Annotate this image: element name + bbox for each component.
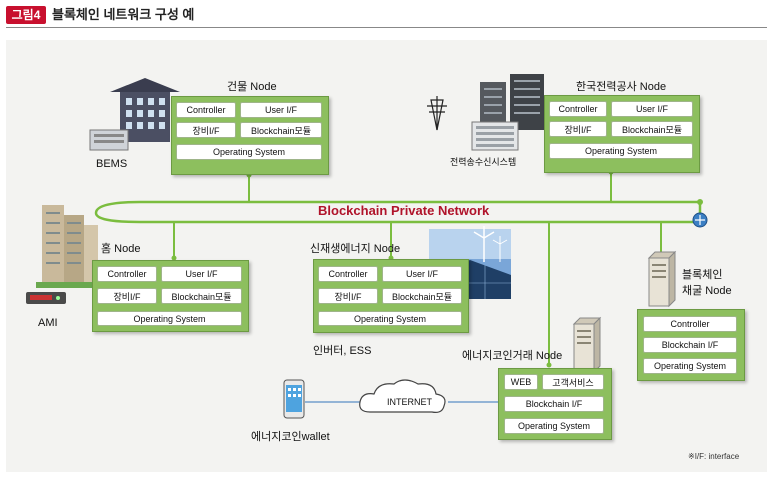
user-if-cell: User I/F [240,102,322,118]
internet-cloud-icon [359,379,446,413]
transmission-system-label: 전력송수신시스템 [450,157,517,167]
renewable-node-title: 신재생에너지 Node [310,243,401,255]
mining-node: Controller Blockchain I/F Operating Syst… [637,309,745,381]
figure-title: 블록체인 네트워크 구성 예 [52,7,195,22]
wallet-label: 에너지코인wallet [251,431,330,443]
blockchain-if-cell: Blockchain I/F [504,396,604,412]
kepco-node-title: 한국전력공사 Node [576,81,667,93]
building-node: Controller User I/F 장비I/F Blockchain모듈 O… [171,96,329,175]
figure-header: 그림4 블록체인 네트워크 구성 예 [0,0,773,40]
user-if-cell: User I/F [611,101,693,117]
equip-if-cell: 장비I/F [176,122,236,138]
renewable-node: Controller User I/F 장비I/F Blockchain모듈 O… [313,259,469,333]
controller-cell: Controller [318,266,378,282]
blockchain-module-cell: Blockchain모듈 [240,122,322,138]
controller-cell: Controller [176,102,236,118]
power-tower-icon [427,96,447,131]
mining-server-icon [647,250,677,308]
kepco-node: Controller User I/F 장비I/F Blockchain모듈 O… [544,95,700,173]
footnote: ※I/F: interface [688,452,740,461]
equip-if-cell: 장비I/F [549,121,607,137]
os-cell: Operating System [549,143,693,159]
exchange-node-title: 에너지코인거래 Node [462,350,563,362]
user-if-cell: User I/F [161,266,242,282]
blockchain-module-cell: Blockchain모듈 [611,121,693,137]
home-node-title: 홈 Node [101,243,141,255]
equip-if-cell: 장비I/F [97,288,157,304]
controller-cell: Controller [549,101,607,117]
mining-node-title-line2: 채굴 Node [682,285,732,297]
transmission-rack-icon [471,121,519,151]
figure-badge: 그림4 [6,6,46,24]
home-node: Controller User I/F 장비I/F Blockchain모듈 O… [92,260,249,332]
exchange-server-icon [572,316,602,374]
blockchain-module-cell: Blockchain모듈 [161,288,242,304]
mining-node-title-line1: 블록체인 [682,269,723,281]
os-cell: Operating System [504,418,604,434]
web-cell: WEB [504,374,538,390]
os-cell: Operating System [318,311,462,326]
inverter-ess-label: 인버터, ESS [313,345,372,357]
title-divider [6,27,767,28]
internet-label: INTERNET [387,397,432,407]
exchange-node: WEB 고객서비스 Blockchain I/F Operating Syste… [498,368,612,440]
blockchain-if-cell: Blockchain I/F [643,337,737,353]
user-if-cell: User I/F [382,266,462,282]
os-cell: Operating System [176,144,322,160]
bems-label: BEMS [96,158,128,170]
smartphone-icon [283,379,305,419]
ami-meter-icon [26,292,66,304]
controller-cell: Controller [643,316,737,332]
os-cell: Operating System [643,358,737,374]
ami-label: AMI [38,317,58,329]
building-node-title: 건물 Node [227,81,277,93]
customer-service-cell: 고객서비스 [542,374,604,390]
equip-if-cell: 장비I/F [318,288,378,304]
os-cell: Operating System [97,311,242,326]
network-label: Blockchain Private Network [318,203,490,218]
blockchain-module-cell: Blockchain모듈 [382,288,462,304]
controller-cell: Controller [97,266,157,282]
solar-wind-icon [429,226,511,299]
office-building-icon [89,78,180,151]
network-ring [94,200,702,224]
